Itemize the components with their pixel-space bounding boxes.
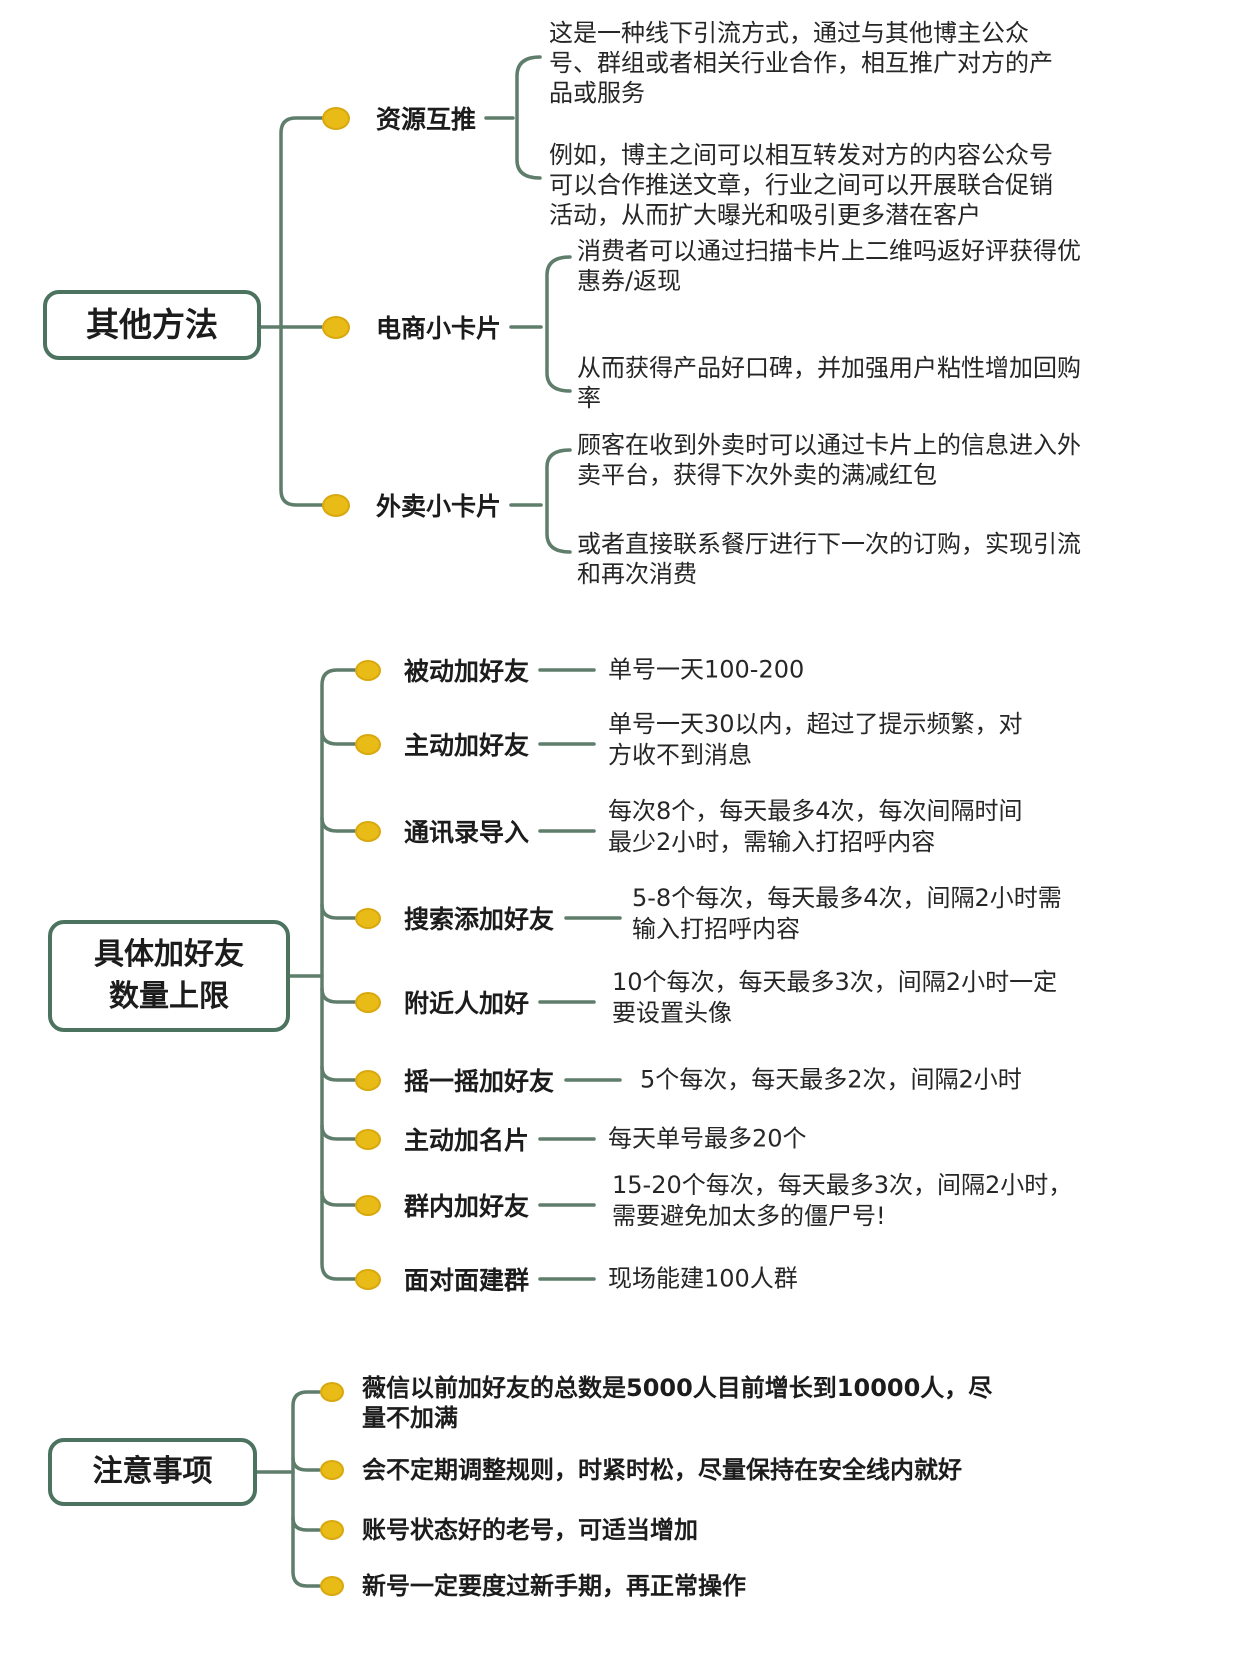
bullet-icon	[320, 1382, 344, 1402]
branch-desc: 15-20个每次，每天最多3次，间隔2小时，需要避免加太多的僵尸号!	[612, 1171, 1073, 1230]
branch-desc: 5-8个每次，每天最多4次，间隔2小时需输入打招呼内容	[632, 884, 1062, 943]
connector	[291, 1456, 321, 1472]
branch-note: 例如，博主之间可以相互转发对方的内容公众号可以合作推送文章，行业之间可以开展联合…	[549, 141, 1053, 229]
branch-label: 主动加名片	[404, 1126, 530, 1155]
connector	[320, 1124, 357, 1141]
branch-note: 或者直接联系餐厅进行下一次的订购，实现引流和再次消费	[577, 530, 1081, 588]
note-item: 新号一定要度过新手期，再正常操作	[362, 1572, 746, 1600]
connector	[279, 116, 324, 507]
bullet-icon	[355, 992, 381, 1013]
branch-desc: 5个每次，每天最多2次，间隔2小时	[640, 1065, 1022, 1094]
branch-label: 被动加好友	[404, 657, 530, 686]
connector	[320, 903, 357, 920]
root-node-label: 其他方法	[86, 305, 218, 344]
bullet-icon	[355, 1195, 381, 1216]
branch-label: 电商小卡片	[376, 314, 502, 343]
branch-note: 这是一种线下引流方式，通过与其他博主公众号、群组或者相关行业合作，相互推广对方的…	[549, 19, 1053, 107]
bullet-icon	[355, 1129, 381, 1150]
branch-desc: 单号一天100-200	[608, 655, 805, 684]
branch-note: 消费者可以通过扫描卡片上二维吗返好评获得优惠券/返现	[577, 237, 1081, 295]
branch-label: 群内加好友	[404, 1192, 530, 1221]
bracket	[515, 55, 542, 180]
note-item: 薇信以前加好友的总数是5000人目前增长到10000人，尽量不加满	[362, 1374, 993, 1432]
bullet-icon	[320, 1520, 344, 1540]
bullet-icon	[322, 107, 350, 130]
bullet-icon	[322, 494, 350, 517]
bullet-icon	[322, 316, 350, 339]
root-node-label-line2: 数量上限	[109, 979, 229, 1014]
branch-desc: 现场能建100人群	[608, 1264, 798, 1293]
bracket	[545, 255, 572, 393]
branch-desc: 每天单号最多20个	[608, 1124, 807, 1153]
root-node-label-line1: 具体加好友	[94, 937, 244, 972]
branch-label: 搜索添加好友	[404, 905, 555, 934]
bracket	[545, 448, 572, 554]
bullet-icon	[320, 1576, 344, 1596]
bullet-icon	[355, 1269, 381, 1290]
branch-label: 面对面建群	[404, 1266, 530, 1295]
connector	[320, 1190, 357, 1207]
bullet-icon	[355, 821, 381, 842]
bullet-icon	[320, 1460, 344, 1480]
branch-label: 摇一摇加好友	[404, 1067, 555, 1096]
bullet-icon	[355, 908, 381, 929]
branch-label: 通讯录导入	[404, 818, 530, 847]
connector	[320, 1065, 357, 1082]
note-item: 账号状态好的老号，可适当增加	[362, 1516, 698, 1544]
connector	[320, 668, 357, 1281]
root-node-other-methods: 其他方法	[43, 290, 261, 360]
root-node-friend-limits: 具体加好友 数量上限	[48, 920, 290, 1032]
branch-desc: 单号一天30以内，超过了提示频繁，对方收不到消息	[608, 710, 1023, 769]
note-item: 会不定期调整规则，时紧时松，尽量保持在安全线内就好	[362, 1456, 962, 1484]
branch-label: 附近人加好	[404, 989, 530, 1018]
bullet-icon	[355, 1070, 381, 1091]
bullet-icon	[355, 734, 381, 755]
branch-desc: 每次8个，每天最多4次，每次间隔时间最少2小时，需输入打招呼内容	[608, 797, 1023, 856]
connector	[320, 729, 357, 746]
branch-label: 资源互推	[376, 105, 477, 134]
branch-desc: 10个每次，每天最多3次，间隔2小时一定要设置头像	[612, 968, 1058, 1027]
branch-label: 外卖小卡片	[376, 492, 502, 521]
connector	[291, 1390, 321, 1588]
branch-note: 从而获得产品好口碑，并加强用户粘性增加回购率	[577, 354, 1081, 412]
connector	[320, 987, 357, 1004]
root-node-notes: 注意事项	[48, 1438, 257, 1506]
connector	[291, 1516, 321, 1532]
bullet-icon	[355, 660, 381, 681]
branch-note: 顾客在收到外卖时可以通过卡片上的信息进入外卖平台，获得下次外卖的满减红包	[577, 431, 1081, 489]
branch-label: 主动加好友	[404, 731, 530, 760]
root-node-label: 注意事项	[92, 1454, 213, 1489]
connector	[320, 816, 357, 833]
